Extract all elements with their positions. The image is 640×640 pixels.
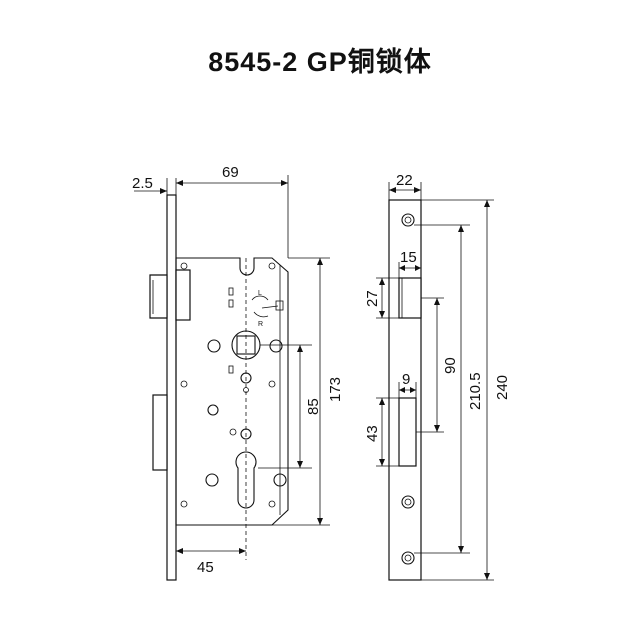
front-view: L R	[149, 194, 289, 581]
front-dimensions: 2.5 69 45 85 173	[132, 164, 344, 576]
dim-screw-hole-spacing: 210.5	[467, 372, 484, 410]
front-faceplate	[166, 194, 177, 581]
hub-hole-left	[207, 339, 221, 353]
dim-latch-projection: 15	[400, 249, 417, 266]
lower-hole-left	[207, 404, 219, 416]
dim-latch-bolt-distance: 90	[442, 357, 459, 374]
hub-hole-right	[269, 339, 283, 353]
faceplate-screw-middle	[401, 495, 415, 509]
dim-bolt-height: 43	[364, 425, 381, 442]
dim-faceplate-width: 22	[396, 172, 413, 189]
dim-case-width: 69	[222, 164, 239, 181]
lock-case	[175, 257, 289, 526]
slot-1	[228, 287, 234, 296]
dim-faceplate-thickness: 2.5	[132, 175, 153, 192]
dim-bolt-projection: 9	[402, 371, 410, 388]
cylinder-screw-left	[205, 473, 219, 487]
dim-case-height: 173	[327, 377, 344, 402]
handing-switch: L R	[251, 290, 284, 328]
front-latch-housing	[175, 269, 191, 321]
faceplate-screw-bottom	[401, 551, 415, 565]
front-latch-tongue	[149, 274, 168, 319]
rotation-label-left: L	[258, 290, 262, 297]
dim-faceplate-length: 240	[494, 375, 511, 400]
side-deadbolt	[398, 397, 417, 467]
cylinder-profile	[235, 451, 257, 509]
dim-latch-height: 27	[364, 290, 381, 307]
slot-2	[228, 299, 234, 308]
case-screws	[180, 262, 276, 508]
rotation-label-right: R	[258, 321, 263, 328]
side-dimensions: 22 15 27 9 43 90	[364, 172, 511, 581]
front-deadbolt	[152, 394, 168, 471]
dim-backset: 45	[197, 559, 214, 576]
dim-handle-cylinder-distance: 85	[305, 398, 322, 415]
faceplate-screw-top	[401, 213, 415, 227]
slot-3	[228, 365, 234, 374]
page-title: 8545-2 GP铜锁体	[208, 47, 432, 77]
cylinder-screw-right	[273, 473, 287, 487]
